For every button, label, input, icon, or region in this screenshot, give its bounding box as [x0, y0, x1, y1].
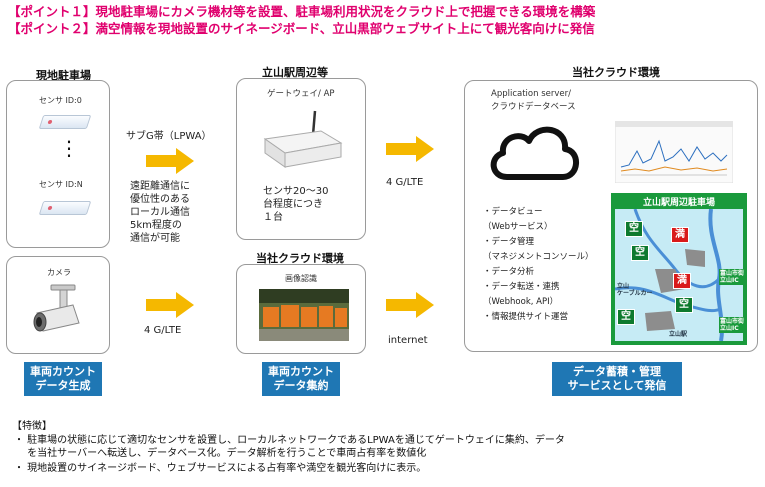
section-title-onsite: 現地駐車場: [36, 69, 91, 82]
sensor-panel: センサ ID:0 ⋮ センサ ID:N: [6, 80, 110, 248]
parking-empty-badge: 空: [617, 309, 635, 325]
gateway-title: ゲートウェイ/ AP: [267, 89, 335, 99]
cloud-database-label: クラウドデータベース: [491, 102, 576, 112]
arrow-right-icon: [146, 148, 194, 174]
arrow-right-icon: [146, 292, 194, 318]
sensor-ellipsis: ⋮: [59, 136, 79, 160]
dashboard-chart-thumbnail: [615, 121, 733, 183]
gateway-desc-line: センサ20～30: [263, 186, 329, 197]
feature-item: を当社サーバーへ転送し、データベース化。データ解析を行うことで車両占有率を数値化: [14, 448, 427, 459]
service-item: （マネジメントコンソール）: [483, 252, 594, 262]
parking-full-badge: 満: [671, 227, 689, 243]
camera-feed-image: [259, 289, 349, 341]
feature-item: ・ 駐車場の状態に応じて適切なセンサを設置し、ローカルネットワークであるLPWA…: [14, 435, 565, 446]
lpwa-desc-line: 遠距離通信に: [130, 181, 190, 192]
gateway-device-icon: [263, 110, 343, 168]
lte-label-top: 4 G/LTE: [386, 177, 424, 188]
parking-empty-badge: 空: [625, 221, 643, 237]
parking-empty-badge: 空: [631, 245, 649, 261]
label-line: データ生成: [35, 379, 91, 392]
camera-label: カメラ: [47, 268, 71, 277]
lpwa-desc-line: 5km程度の: [130, 220, 182, 231]
lpwa-label: サブG帯（LPWA）: [126, 131, 212, 142]
sensor-first-label: センサ ID:0: [39, 96, 82, 105]
section-title-cloud-top: 当社クラウド環境: [572, 66, 660, 79]
features-heading: 【特徴】: [12, 421, 52, 432]
label-service: データ蓄積・管理 サービスとして発信: [552, 362, 682, 396]
headline-point2: 【ポイント２】満空情報を現地設置のサイネージボード、立山黒部ウェブサイト上にて観…: [8, 21, 595, 36]
app-server-label: Application server/: [491, 89, 571, 99]
internet-label: internet: [388, 335, 428, 346]
lpwa-desc-line: ローカル通信: [130, 207, 190, 218]
gateway-panel: ゲートウェイ/ AP センサ20～30 台程度につき １台: [236, 78, 366, 240]
gateway-desc-line: 台程度につき: [263, 199, 323, 210]
lte-label-bottom: 4 G/LTE: [144, 325, 182, 336]
map-title: 立山駅周辺駐車場: [642, 198, 715, 208]
camera-panel: カメラ: [6, 256, 110, 354]
sensor-device-last: [38, 201, 92, 215]
service-item: （Webhook, API）: [483, 297, 559, 307]
parking-empty-badge: 空: [675, 297, 693, 313]
service-list: ・データビュー （Webサービス） ・データ管理 （マネジメントコンソール） ・…: [483, 205, 594, 325]
image-recognition-panel: 画像認識: [236, 264, 366, 354]
signage-map: 立山駅周辺駐車場 空 満 空 満 空 空 立山 ケーブルカー 富山市街 立山IC…: [611, 193, 747, 345]
service-item: ・情報提供サイト運営: [483, 312, 569, 322]
label-count-aggregate: 車両カウント データ集約: [262, 362, 340, 396]
service-item: ・データ分析: [483, 267, 535, 277]
label-line: データ蓄積・管理: [573, 365, 661, 378]
parking-full-badge: 満: [673, 273, 691, 289]
service-item: ・データ管理: [483, 237, 535, 247]
map-label-station: 立山駅: [669, 331, 688, 338]
sensor-device-first: [38, 115, 92, 129]
cloud-panel: Application server/ クラウドデータベース ・データビュー （…: [464, 80, 758, 352]
map-label-ic-lower: 富山市街 立山IC: [719, 317, 746, 333]
section-title-station: 立山駅周辺等: [262, 66, 328, 79]
security-camera-icon: [33, 284, 80, 332]
label-count-generate: 車両カウント データ生成: [24, 362, 102, 396]
label-line: サービスとして発信: [567, 379, 667, 392]
lpwa-description: 遠距離通信に 優位性のある ローカル通信 5km程度の 通信が可能: [130, 180, 190, 245]
feature-item: ・ 現地設置のサイネージボード、ウェブサービスによる占有率や満空を観光客向けに表…: [14, 463, 427, 474]
label-line: 車両カウント: [268, 365, 334, 378]
label-line: 車両カウント: [30, 365, 96, 378]
sensor-last-label: センサ ID:N: [39, 180, 83, 189]
headline-point1: 【ポイント１】現地駐車場にカメラ機材等を設置、駐車場利用状況をクラウド上で把握で…: [8, 4, 596, 19]
arrow-right-icon: [386, 292, 434, 318]
arrow-right-icon: [386, 136, 434, 162]
label-line: データ集約: [273, 379, 329, 392]
gateway-desc-line: １台: [263, 212, 283, 223]
cloud-icon: [490, 126, 579, 180]
service-item: （Webサービス）: [483, 222, 553, 232]
map-label-cable: 立山 ケーブルカー: [617, 283, 653, 297]
service-item: ・データビュー: [483, 207, 543, 217]
lpwa-desc-line: 優位性のある: [130, 194, 190, 205]
service-item: ・データ転送・連携: [483, 282, 560, 292]
section-title-cloud-mid: 当社クラウド環境: [256, 252, 344, 265]
gateway-description: センサ20～30 台程度につき １台: [263, 185, 328, 224]
map-label-ic-upper: 富山市街 立山IC: [719, 269, 746, 285]
image-recognition-title: 画像認識: [285, 274, 317, 283]
lpwa-desc-line: 通信が可能: [130, 233, 180, 244]
